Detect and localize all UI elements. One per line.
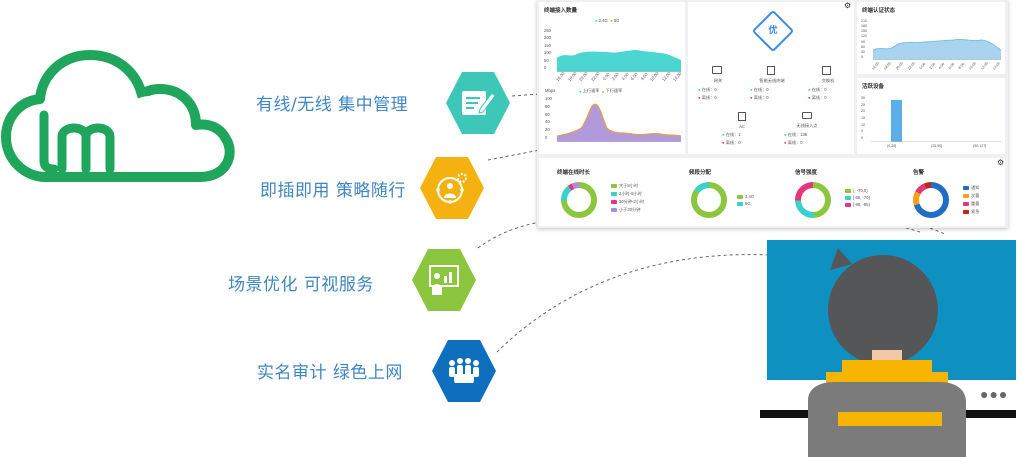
signal-strength-title: 信号强度 [795, 170, 818, 176]
device-ac: AC ● 在线：1 ● 离线：0 [722, 112, 762, 146]
active-devices-title: 活跃设备 [862, 84, 885, 90]
router-icon [712, 66, 722, 74]
active-devices-panel: 活跃设备 30 25 20 15 10 5 0 (0,25] (25,50] (… [857, 78, 1005, 154]
access-point-icon [802, 112, 812, 119]
active-devices-xtick-2: (25,50] [931, 144, 943, 148]
terminal-icon [767, 66, 775, 75]
device-access-point: 无线接入点 ● 在线：138 ● 离线：0 [784, 112, 830, 146]
band-allocation-donut [691, 182, 727, 218]
ac-icon [738, 112, 746, 121]
active-devices-xtick-3: (50,127] [973, 144, 987, 148]
auth-status-area-chart [873, 39, 1001, 60]
settings-gear-icon[interactable]: ⚙ [844, 1, 852, 10]
signal-strength-donut [795, 182, 831, 218]
alarm-legend: 通知 次要 重要 紧急 [963, 185, 979, 215]
terminal-count-xaxis: 16:00 18:00 20:00 22:00 0:00 2:00 4:00 6… [554, 70, 683, 83]
device-status-panel: 优 网关 ● 在线：0 ● 离线：0 智能无线终端 ● 在线：0 ● 离线：0 … [688, 2, 854, 154]
auth-status-yaxis: 210 180 150 120 90 60 30 0 [861, 19, 867, 59]
band-allocation-title: 频段分配 [689, 170, 712, 176]
auth-status-title: 终端认证状态 [862, 8, 896, 14]
auth-status-panel: 终端认证状态 210 180 150 120 90 60 30 0 16:00 … [857, 2, 1005, 74]
terminal-count-title: 终端接入数量 [544, 8, 578, 14]
switch-icon [822, 66, 831, 75]
bottom-donut-panel: ⚙ 终端在线时长 大于8小时 2小时-8小时 30分钟-2小时 小于30分钟 频… [539, 158, 1005, 226]
signal-strength-legend: (, -70,0) [-85, -70) [-85, -85) [845, 188, 870, 207]
active-devices-bar-chart [871, 100, 1001, 142]
traffic-legend: ● 上行速率 ● 下行速率 [579, 88, 623, 94]
traffic-unit-label: Mbps [545, 88, 556, 93]
feature-label-real-name-audit: 实名审计 绿色上网 [257, 363, 403, 383]
feature-label-plug-and-play: 即插即用 策略随行 [260, 181, 406, 201]
traffic-area-chart [557, 103, 681, 142]
cloud-logo-icon [1, 50, 235, 182]
online-duration-donut [561, 182, 597, 218]
person-illustration [808, 248, 966, 457]
traffic-yaxis: 100 80 60 40 20 0 [545, 96, 552, 140]
alarm-donut [913, 182, 949, 218]
terminal-count-panel: 终端接入数量 ● 2.4G ● 5G 250 200 150 100 50 0 … [539, 2, 685, 154]
active-devices-yaxis: 30 25 20 15 10 5 0 [861, 96, 865, 140]
health-badge-label: 优 [768, 25, 778, 35]
terminal-count-legend: ● 2.4G ● 5G [595, 18, 620, 23]
feature-label-scene-optimization: 场景优化 可视服务 [228, 275, 374, 295]
device-smart-terminal: 智能无线终端 ● 在线：0 ● 离线：0 [750, 66, 794, 101]
dashboard-preview: 终端接入数量 ● 2.4G ● 5G 250 200 150 100 50 0 … [537, 0, 1008, 228]
device-switch: 交换机 ● 在线：0 ● 离线：0 [808, 66, 848, 101]
terminal-count-yaxis: 250 200 150 100 50 0 [544, 28, 551, 70]
terminal-count-area-chart [557, 50, 681, 72]
online-duration-legend: 大于8小时 2小时-8小时 30分钟-2小时 小于30分钟 [611, 183, 644, 213]
online-duration-title: 终端在线时长 [557, 170, 591, 176]
feature-label-central-management: 有线/无线 集中管理 [256, 95, 409, 115]
alarm-title: 告警 [913, 170, 925, 176]
auth-status-xaxis: 16:00 18:00 20:00 22:00 0:00 2:00 4:00 6… [871, 61, 1001, 71]
device-gateway: 网关 ● 在线：0 ● 离线：0 [698, 66, 738, 101]
active-devices-xtick-1: (0,25] [887, 144, 897, 148]
band-allocation-legend: 2.4G 5G [737, 194, 754, 206]
bottom-settings-gear-icon[interactable]: ⚙ [997, 158, 1005, 167]
monitor-dots-icon: ●●● [980, 386, 1009, 402]
active-devices-bar [891, 100, 902, 142]
